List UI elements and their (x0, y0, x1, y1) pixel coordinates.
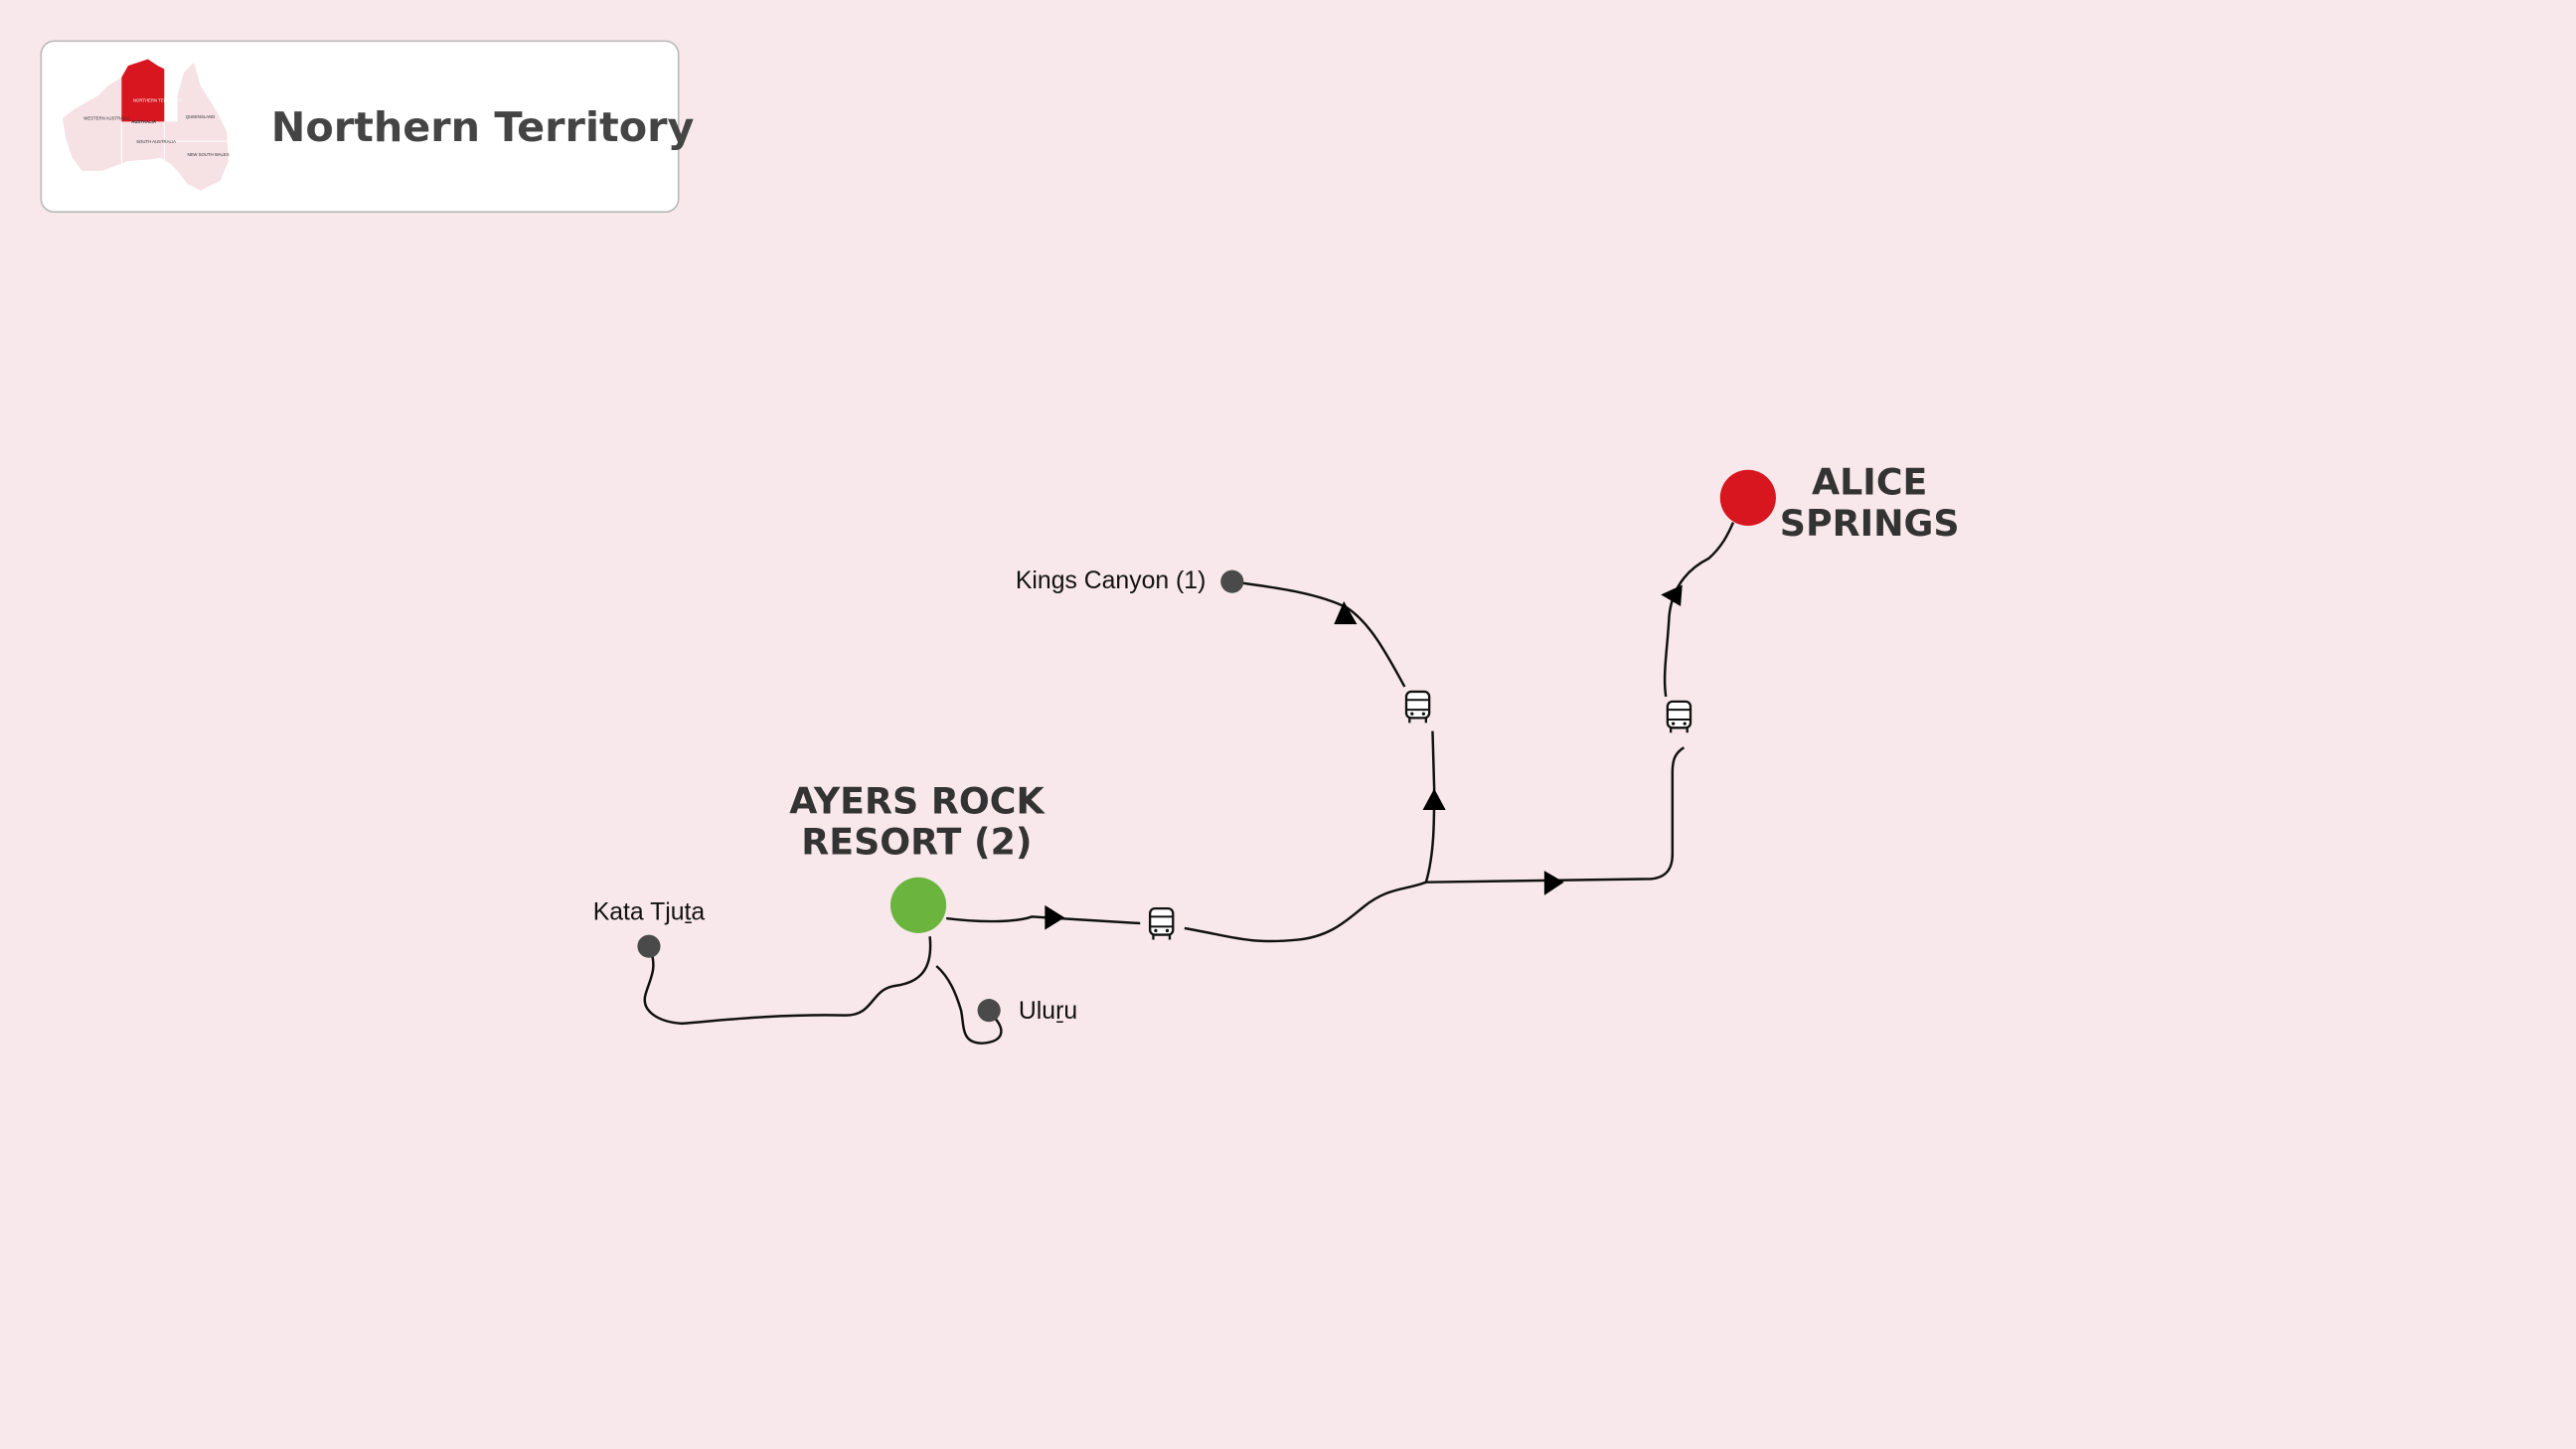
stop-alice-springs[interactable]: ALICE SPRINGS (1719, 461, 1960, 545)
stop-label: Uluṟu (1019, 998, 1077, 1025)
major-stop-marker[interactable] (889, 877, 947, 933)
region-title: Northern Territory (271, 103, 695, 151)
stop-label: Kings Canyon (1) (1016, 567, 1206, 594)
arrow-icon (1334, 601, 1358, 625)
minimap-label: WESTERN AUSTRALIA (83, 116, 129, 121)
minimap-label: NEW SOUTH WALES (187, 152, 229, 157)
direction-arrows (1045, 584, 1683, 930)
australia-minimap: WESTERN AUSTRALIA NORTHERN TERRITORY QUE… (62, 59, 230, 191)
major-stop-marker[interactable] (1719, 469, 1776, 526)
bus-icon (1666, 700, 1692, 734)
route-to-alice-springs (1663, 522, 1735, 698)
stop-ayers-rock-resort[interactable]: AYERS ROCK RESORT (2) (789, 779, 1046, 933)
stop-label: Kata Tjuṯa (593, 899, 706, 926)
route-ayers-to-bus (946, 915, 1141, 925)
stop-label: RESORT (2) (801, 821, 1032, 864)
bus-icon (1148, 906, 1175, 941)
stop-label: ALICE (1812, 461, 1927, 504)
minor-stop-marker[interactable] (977, 999, 1001, 1023)
stop-uluru[interactable]: Uluṟu (977, 998, 1078, 1025)
minor-stop-marker[interactable] (1220, 569, 1244, 593)
minimap-label: AUSTRALIA (131, 119, 156, 124)
minimap-label: NORTHERN TERRITORY (133, 97, 183, 102)
arrow-icon (1661, 584, 1683, 606)
stop-label: SPRINGS (1780, 502, 1960, 545)
arrow-icon (1543, 871, 1564, 895)
region-header-card: WESTERN AUSTRALIA NORTHERN TERRITORY QUE… (40, 40, 695, 214)
stop-kings-canyon[interactable]: Kings Canyon (1) (1016, 567, 1244, 594)
arrow-icon (1045, 904, 1065, 930)
route-to-kata-tjuta (643, 936, 932, 1026)
bus-icon (1404, 690, 1431, 724)
minor-stop-marker[interactable] (637, 934, 661, 958)
minimap-label: QUEENSLAND (186, 114, 216, 119)
minimap-label: SOUTH AUSTRALIA (136, 139, 176, 144)
arrow-icon (1422, 788, 1446, 810)
route-to-uluru (935, 965, 1003, 1045)
stop-kata-tjuta[interactable]: Kata Tjuṯa (593, 899, 706, 958)
stop-label: AYERS ROCK (789, 779, 1046, 822)
route-to-kings-canyon (1231, 579, 1406, 688)
route-bus-to-junction (1184, 746, 1686, 943)
